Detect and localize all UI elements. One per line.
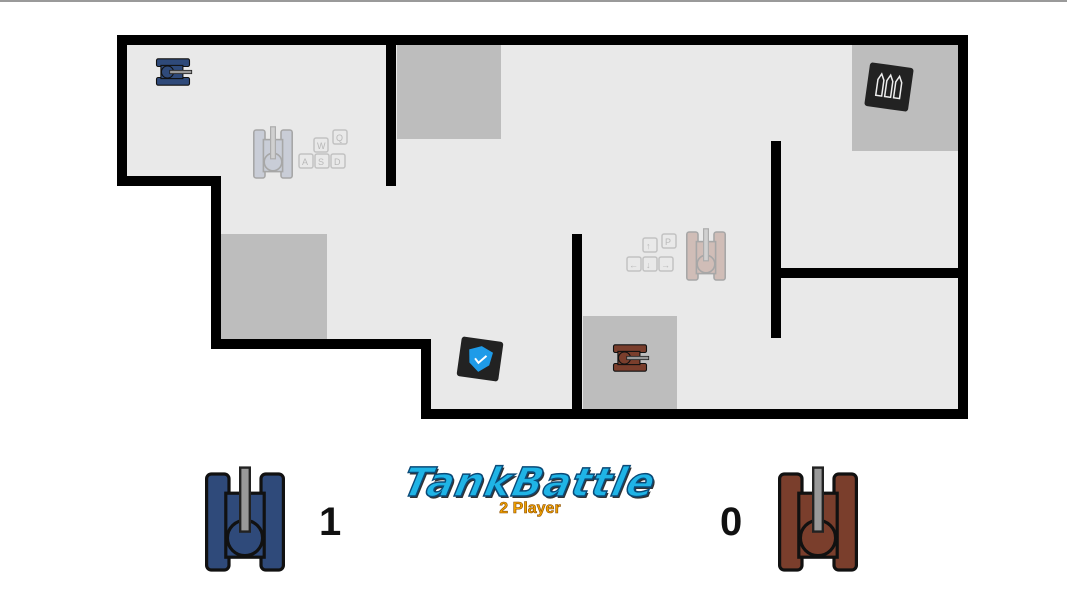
key-w: W — [317, 141, 326, 151]
wall — [771, 141, 781, 338]
shield-icon — [469, 346, 493, 372]
key-q: Q — [336, 133, 343, 143]
key-a: A — [302, 157, 308, 167]
key-up: ↑ — [646, 241, 651, 251]
wall — [781, 268, 961, 278]
top-border — [0, 0, 1067, 2]
key-down: ↓ — [646, 260, 651, 270]
key-right: → — [661, 260, 670, 270]
game-logo: TankBattle 2 Player — [390, 459, 670, 518]
key-s: S — [318, 157, 324, 167]
player1-score: 1 — [319, 500, 342, 544]
ammo-icon — [874, 72, 903, 100]
player2-controls-hint — [685, 228, 727, 281]
shaded-tile — [221, 234, 327, 339]
player2-tank-portrait — [777, 466, 859, 572]
logo-subtitle: 2 Player — [499, 500, 561, 518]
wall — [572, 234, 582, 410]
shield-powerup — [456, 336, 504, 382]
player2-score: 0 — [720, 500, 743, 544]
player1-tank-portrait — [205, 466, 285, 572]
key-p: P — [665, 237, 671, 247]
arena-floor — [117, 35, 968, 419]
blue-tank — [155, 58, 193, 86]
player1-keys — [298, 129, 348, 169]
ammo-powerup — [864, 62, 914, 112]
shaded-tile — [397, 45, 501, 139]
key-d: D — [334, 157, 341, 167]
logo-title: TankBattle — [399, 459, 661, 507]
red-tank — [612, 344, 650, 372]
player1-controls-hint — [253, 126, 294, 179]
player2-keys — [626, 233, 677, 272]
key-left: ← — [629, 260, 638, 270]
wall — [386, 40, 396, 186]
